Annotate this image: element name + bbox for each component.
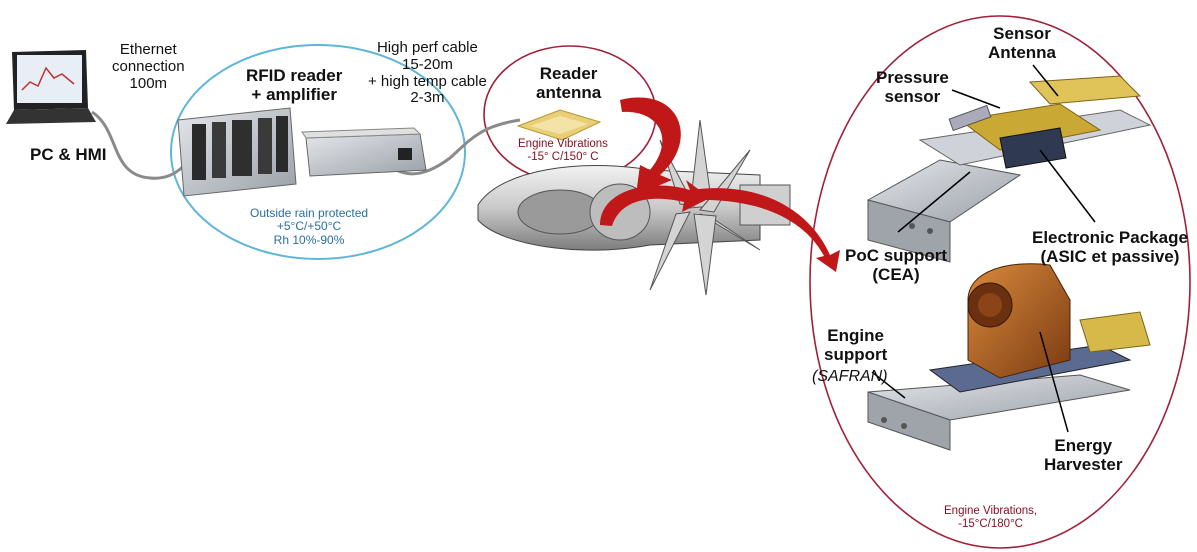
reader-antenna-line-2: antenna bbox=[536, 83, 601, 102]
energy-harvester-label: Energy Harvester bbox=[1044, 436, 1122, 474]
outside-conditions-label: Outside rain protected +5°C/+50°C Rh 10%… bbox=[250, 207, 368, 247]
engine-vib-1-line-2: -15° C/150° C bbox=[518, 151, 608, 164]
rfid-line-1: RFID reader bbox=[246, 66, 342, 85]
poc-line-1: PoC support bbox=[845, 246, 947, 265]
antenna-patch-icon bbox=[518, 110, 600, 140]
engine-vibrations-1-label: Engine Vibrations -15° C/150° C bbox=[518, 138, 608, 164]
ethernet-cable bbox=[92, 112, 190, 178]
ethernet-label: Ethernet connection 100m bbox=[112, 42, 185, 92]
ethernet-line-2: connection bbox=[112, 59, 185, 76]
outside-line-2: +5°C/+50°C bbox=[250, 220, 368, 233]
engine-vibrations-2-label: Engine Vibrations, -15°C/180°C bbox=[944, 505, 1037, 531]
harvester-line-2: Harvester bbox=[1044, 455, 1122, 474]
cable-line-1: High perf cable bbox=[368, 40, 487, 57]
reader-antenna-label: Reader antenna bbox=[536, 64, 601, 102]
engine-vib-1-line-1: Engine Vibrations bbox=[518, 138, 608, 151]
harvester-bracket-icon bbox=[868, 264, 1150, 450]
ethernet-line-1: Ethernet bbox=[112, 42, 185, 59]
outside-line-1: Outside rain protected bbox=[250, 207, 368, 220]
cable-line-3: + high temp cable bbox=[368, 74, 487, 91]
poc-support-label: PoC support (CEA) bbox=[845, 246, 947, 284]
poc-line-2: (CEA) bbox=[845, 265, 947, 284]
ethernet-line-3: 100m bbox=[112, 76, 185, 93]
sensor-antenna-line-1: Sensor bbox=[988, 24, 1056, 43]
sensor-antenna-label: Sensor Antenna bbox=[988, 24, 1056, 62]
rfid-label: RFID reader + amplifier bbox=[246, 66, 342, 104]
cable-line-2: 15-20m bbox=[368, 57, 487, 74]
electronic-line-1: Electronic Package bbox=[1032, 228, 1188, 247]
pressure-line-2: sensor bbox=[876, 87, 949, 106]
reader-antenna-line-1: Reader bbox=[536, 64, 601, 83]
electronic-package-label: Electronic Package (ASIC et passive) bbox=[1032, 228, 1188, 266]
cable-line-4: 2-3m bbox=[368, 90, 487, 107]
engine-support-label: Engine support bbox=[824, 326, 887, 364]
amplifier-icon bbox=[302, 128, 426, 176]
pc-hmi-label: PC & HMI bbox=[30, 145, 107, 164]
engine-support-line-2: support bbox=[824, 345, 887, 364]
electronic-line-2: (ASIC et passive) bbox=[1032, 247, 1188, 266]
outside-line-3: Rh 10%-90% bbox=[250, 234, 368, 247]
safran-label: (SAFRAN) bbox=[812, 368, 888, 386]
laptop-icon bbox=[6, 50, 96, 124]
rfid-line-2: + amplifier bbox=[246, 85, 342, 104]
harvester-line-1: Energy bbox=[1044, 436, 1122, 455]
engine-vib-2-line-2: -15°C/180°C bbox=[944, 518, 1037, 531]
pressure-line-1: Pressure bbox=[876, 68, 949, 87]
engine-vib-2-line-1: Engine Vibrations, bbox=[944, 505, 1037, 518]
engine-support-line-1: Engine bbox=[824, 326, 887, 345]
sensor-antenna-line-2: Antenna bbox=[988, 43, 1056, 62]
rfid-rack-icon bbox=[178, 108, 296, 196]
pressure-sensor-label: Pressure sensor bbox=[876, 68, 949, 106]
cable-label: High perf cable 15-20m + high temp cable… bbox=[368, 40, 487, 107]
